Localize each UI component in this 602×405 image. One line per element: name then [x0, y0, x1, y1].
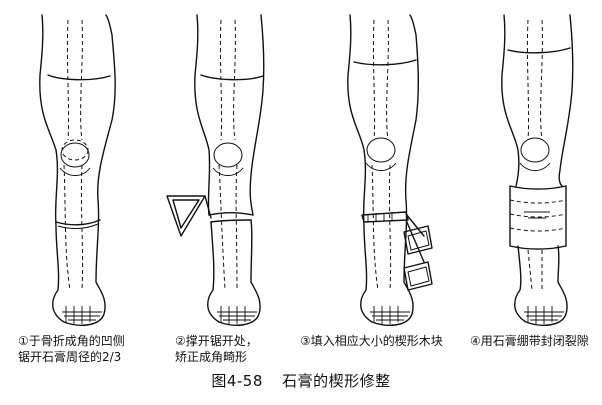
foot-cast-hatch [217, 306, 257, 324]
leg-outline [347, 14, 420, 326]
caption-step-1-line-1: ①于骨折成角的凹侧 [18, 334, 125, 348]
caption-step-4: ④用石膏绷带封闭裂隙 [470, 333, 589, 349]
foot-cast-hatch [524, 306, 564, 324]
caption-step-1-line-2: 锯开石膏周径的2/3 [18, 350, 122, 364]
cast-gap [208, 212, 254, 223]
leg-cast-drawing-2 [166, 14, 265, 326]
knee-joint [519, 137, 551, 171]
foot-cast-hatch [370, 306, 410, 324]
figure-caption: 图4-58 石膏的楔形修整 [0, 370, 602, 391]
figure-title: 石膏的楔形修整 [282, 372, 391, 390]
bone-dashed [61, 19, 89, 291]
bone-dashed [371, 19, 392, 291]
caption-step-2-line-2: 矫正成角畸形 [175, 350, 248, 364]
wedge-insert [361, 211, 425, 263]
caption-step-3: ③填入相应大小的楔形木块 [300, 333, 443, 349]
caption-step-2: ②撑开锯开处， 矫正成角畸形 [175, 333, 258, 365]
spreader-triangle [166, 195, 212, 237]
panel-step-2 [165, 0, 315, 335]
plaster-bandage-band [509, 185, 567, 250]
knee-joint [365, 137, 397, 171]
panel-step-4 [470, 0, 602, 335]
panel-step-3 [320, 0, 470, 335]
leg-cast-drawing-1 [39, 14, 116, 326]
caption-step-2-line-1: ②撑开锯开处， [175, 334, 258, 348]
knee-joint [59, 142, 91, 176]
caption-step-1: ①于骨折成角的凹侧 锯开石膏周径的2/3 [18, 333, 125, 365]
leg-cast-drawing-3 [347, 14, 433, 326]
bone-dashed [218, 19, 238, 291]
caption-step-4-line-1: ④用石膏绷带封闭裂隙 [470, 334, 589, 348]
foot-cast-hatch [62, 306, 102, 324]
wooden-wedge-blocks [403, 225, 433, 291]
leg-cast-drawing-4 [501, 14, 574, 326]
bone-dashed [526, 19, 543, 291]
leg-outline [39, 14, 116, 326]
panel-step-1 [20, 0, 170, 335]
leg-outline [194, 14, 265, 326]
leg-outline [501, 14, 574, 326]
cast-saw-cut [55, 219, 101, 229]
caption-step-3-line-1: ③填入相应大小的楔形木块 [300, 334, 443, 348]
knee-joint [212, 142, 244, 176]
figure-number: 图4-58 [211, 372, 263, 390]
